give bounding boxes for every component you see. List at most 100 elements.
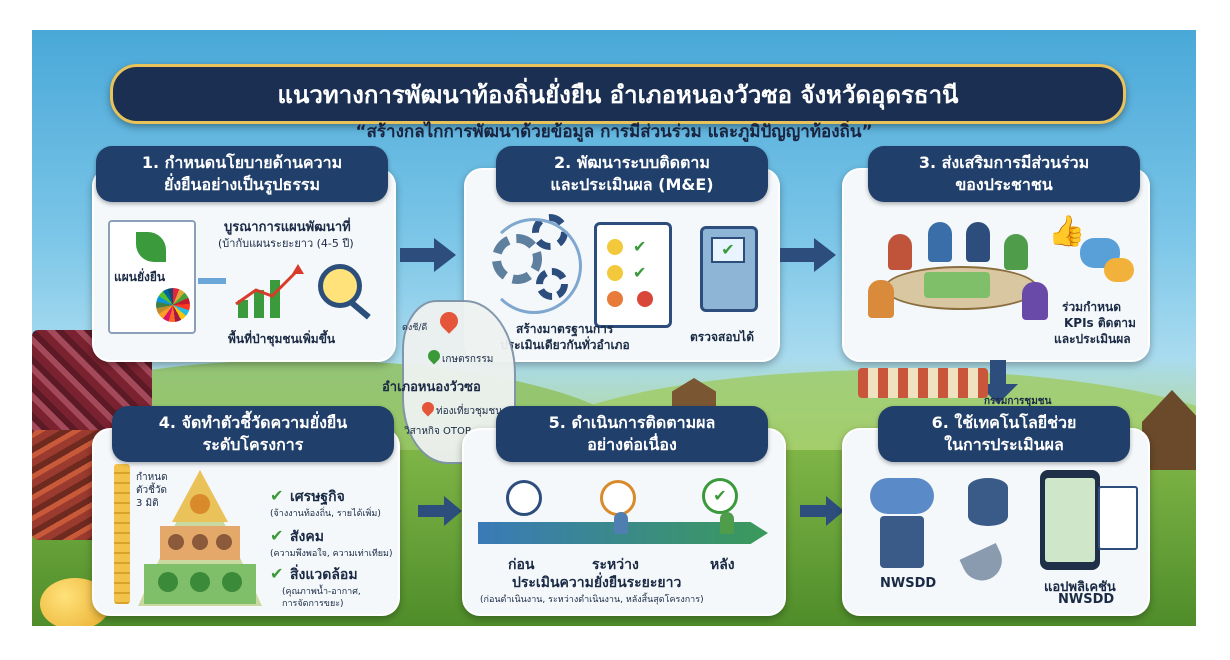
person-icon [1022,282,1048,320]
satellite-dish-icon [959,542,1009,588]
clock-icon [506,480,542,516]
dimension-economy-detail: (จ้างงานท้องถิ่น, รายได้เพิ่ม) [270,509,381,519]
card-heading-line: ระดับโครงการ [202,435,304,454]
person-icon [888,234,912,270]
check-circle-icon: ✔ [702,478,738,514]
person-icon [1004,234,1028,270]
card-heading-line: 3. ส่งเสริมการมีส่วนร่วม [918,153,1090,172]
clock-icon [600,480,636,516]
market-stall-icon [858,368,988,398]
page-title: แนวทางการพัฒนาท้องถิ่นยั่งยืน อำเภอหนองว… [277,80,959,109]
person-icon [720,512,734,534]
map-on-table-icon [924,272,990,298]
growth-chart-icon [235,264,304,318]
check-circle-icon: ✔ [270,486,284,505]
integrate-text-line1: บูรณาการแผนพัฒนาที่ [224,220,351,235]
dimension-environment-label: สิ่งแวดล้อม [290,567,358,583]
card-heading-line: ของประชาชน [955,175,1053,194]
ruler-label-line2: ตัวชี้วัด [136,485,168,496]
card-heading-continuous: 5. ดำเนินการติดตามผล อย่างต่อเนื่อง [496,406,768,462]
ruler-label-line1: กำหนด [136,472,168,483]
tablet-icon [1040,470,1100,570]
card-heading-line: 4. จัดทำตัวชี้วัดความยั่งยืน [158,413,348,432]
card-heading-technology: 6. ใช้เทคโนโลยีช่วย ในการประเมินผล [878,406,1130,462]
person-icon [868,280,894,318]
document-label: แผนยั่งยืน [114,270,166,284]
card-heading-line: และประเมินผล (M&E) [550,175,714,194]
card-heading-line: ยั่งยืนอย่างเป็นรูปธรรม [163,175,321,194]
dimension-social-detail: (ความพึงพอใจ, ความเท่าเทียม) [270,549,393,559]
card-heading-line: อย่างต่อเนื่อง [587,435,677,454]
check-icon: ✔ [633,263,647,282]
verify-caption: ตรวจสอบได้ [690,330,754,344]
person-icon [928,222,952,262]
neutral-face-icon [607,291,623,307]
map-label-farm: เกษตรกรรม [442,354,494,365]
map-label-district: อำเภอหนองวัวซอ [382,380,481,395]
card-heading-line: ในการประเมินผล [944,435,1064,454]
check-icon: ✔ [633,237,647,256]
dimension-social-label: สังคม [290,529,324,545]
app-label-line2: NWSDD [1058,592,1115,607]
ruler-icon [114,464,130,604]
smile-icon [607,239,623,255]
integrate-text-line2: (บ้ากับแผนระยะยาว (4-5 ปี) [218,237,354,250]
market-label: กรรมการชุมชน [984,396,1052,407]
dimension-environment-detail-line2: การจัดการขยะ) [282,599,344,609]
stage-during: ระหว่าง [592,557,639,573]
participation-caption-line3: และประเมินผล [1054,332,1131,346]
page-subtitle: “สร้างกลไกการพัฒนาด้วยข้อมูล การมีส่วนร่… [355,122,873,142]
card-heading-indicators: 4. จัดทำตัวชี้วัดความยั่งยืน ระดับโครงกา… [112,406,394,462]
cloud-icon [870,478,934,514]
sad-face-icon [637,291,653,307]
card-heading-participation: 3. ส่งเสริมการมีส่วนร่วม ของประชาชน [868,146,1140,202]
server-label: NWSDD [880,576,937,591]
dimension-economy-label: เศรษฐกิจ [290,489,345,505]
dimension-environment-detail-line1: (คุณภาพน้ำ-อากาศ, [282,587,361,597]
flow-arrow-down [978,360,1018,404]
check-circle-icon: ✔ [270,564,284,583]
stage-before: ก่อน [508,557,535,573]
app-screen-icon [1045,478,1095,562]
kiosk-icon: ✔ [700,226,758,312]
card-heading-line: 1. กำหนดนโยบายด้านความ [141,153,343,172]
document-icon: แผนยั่งยืน [108,220,196,334]
flow-arrow [400,238,456,272]
standard-caption-line1: สร้างมาตรฐานการ [516,322,614,336]
magnifier-handle-icon [350,300,371,320]
app-label-line1: แอปพลิเคชัน [1044,580,1116,595]
cycle-arrow-icon [486,218,582,314]
person-icon [966,222,990,262]
title-banner: แนวทางการพัฒนาท้องถิ่นยั่งยืน อำเภอหนองว… [110,64,1126,124]
map-label-otop: วิสาหกิจ OTOP [404,426,471,437]
person-icon [614,512,628,534]
pyramid-icon [138,470,262,606]
kiosk-screen-icon: ✔ [711,237,745,263]
participation-caption-line2: KPIs ติดตาม [1064,316,1136,330]
long-term-caption: ประเมินความยั่งยืนระยะยาว [512,575,682,591]
database-icon [968,478,1008,526]
check-circle-icon: ✔ [270,526,284,545]
map-label-tourism: ท่องเที่ยวชุมชน [436,406,502,417]
stage-after: หลัง [710,557,735,573]
flow-arrow [800,496,844,526]
infographic-canvas: แนวทางการพัฒนาท้องถิ่นยั่งยืน อำเภอหนองว… [32,30,1196,626]
card-heading-line: 5. ดำเนินการติดตามผล [548,413,716,432]
sdg-wheel-icon [156,288,190,322]
flow-arrow [418,496,462,526]
smile-icon [607,265,623,281]
forest-caption: พื้นที่ป่าชุมชนเพิ่มขึ้น [228,332,336,346]
card-heading-line: 2. พัฒนาระบบติดตาม [554,153,710,172]
magnifier-icon [318,264,362,308]
participation-caption-line1: ร่วมกำหนด [1062,300,1122,314]
server-icon [880,516,924,568]
clipboard-icon: ✔ ✔ [594,222,672,328]
long-term-detail: (ก่อนดำเนินงาน, ระหว่างดำเนินงาน, หลังสิ… [480,595,704,605]
map-label-top: ดงชี/ดี [402,323,428,333]
card-heading-policy: 1. กำหนดนโยบายด้านความ ยั่งยืนอย่างเป็นร… [96,146,388,202]
standard-caption-line2: ประเมินเดียวกันทั่วอำเภอ [500,338,630,352]
card-heading-monitoring: 2. พัฒนาระบบติดตาม และประเมินผล (M&E) [496,146,768,202]
dashboard-panel-icon [1098,486,1138,550]
ruler-label-line3: 3 มิติ [136,498,159,509]
flow-arrow [780,238,836,272]
